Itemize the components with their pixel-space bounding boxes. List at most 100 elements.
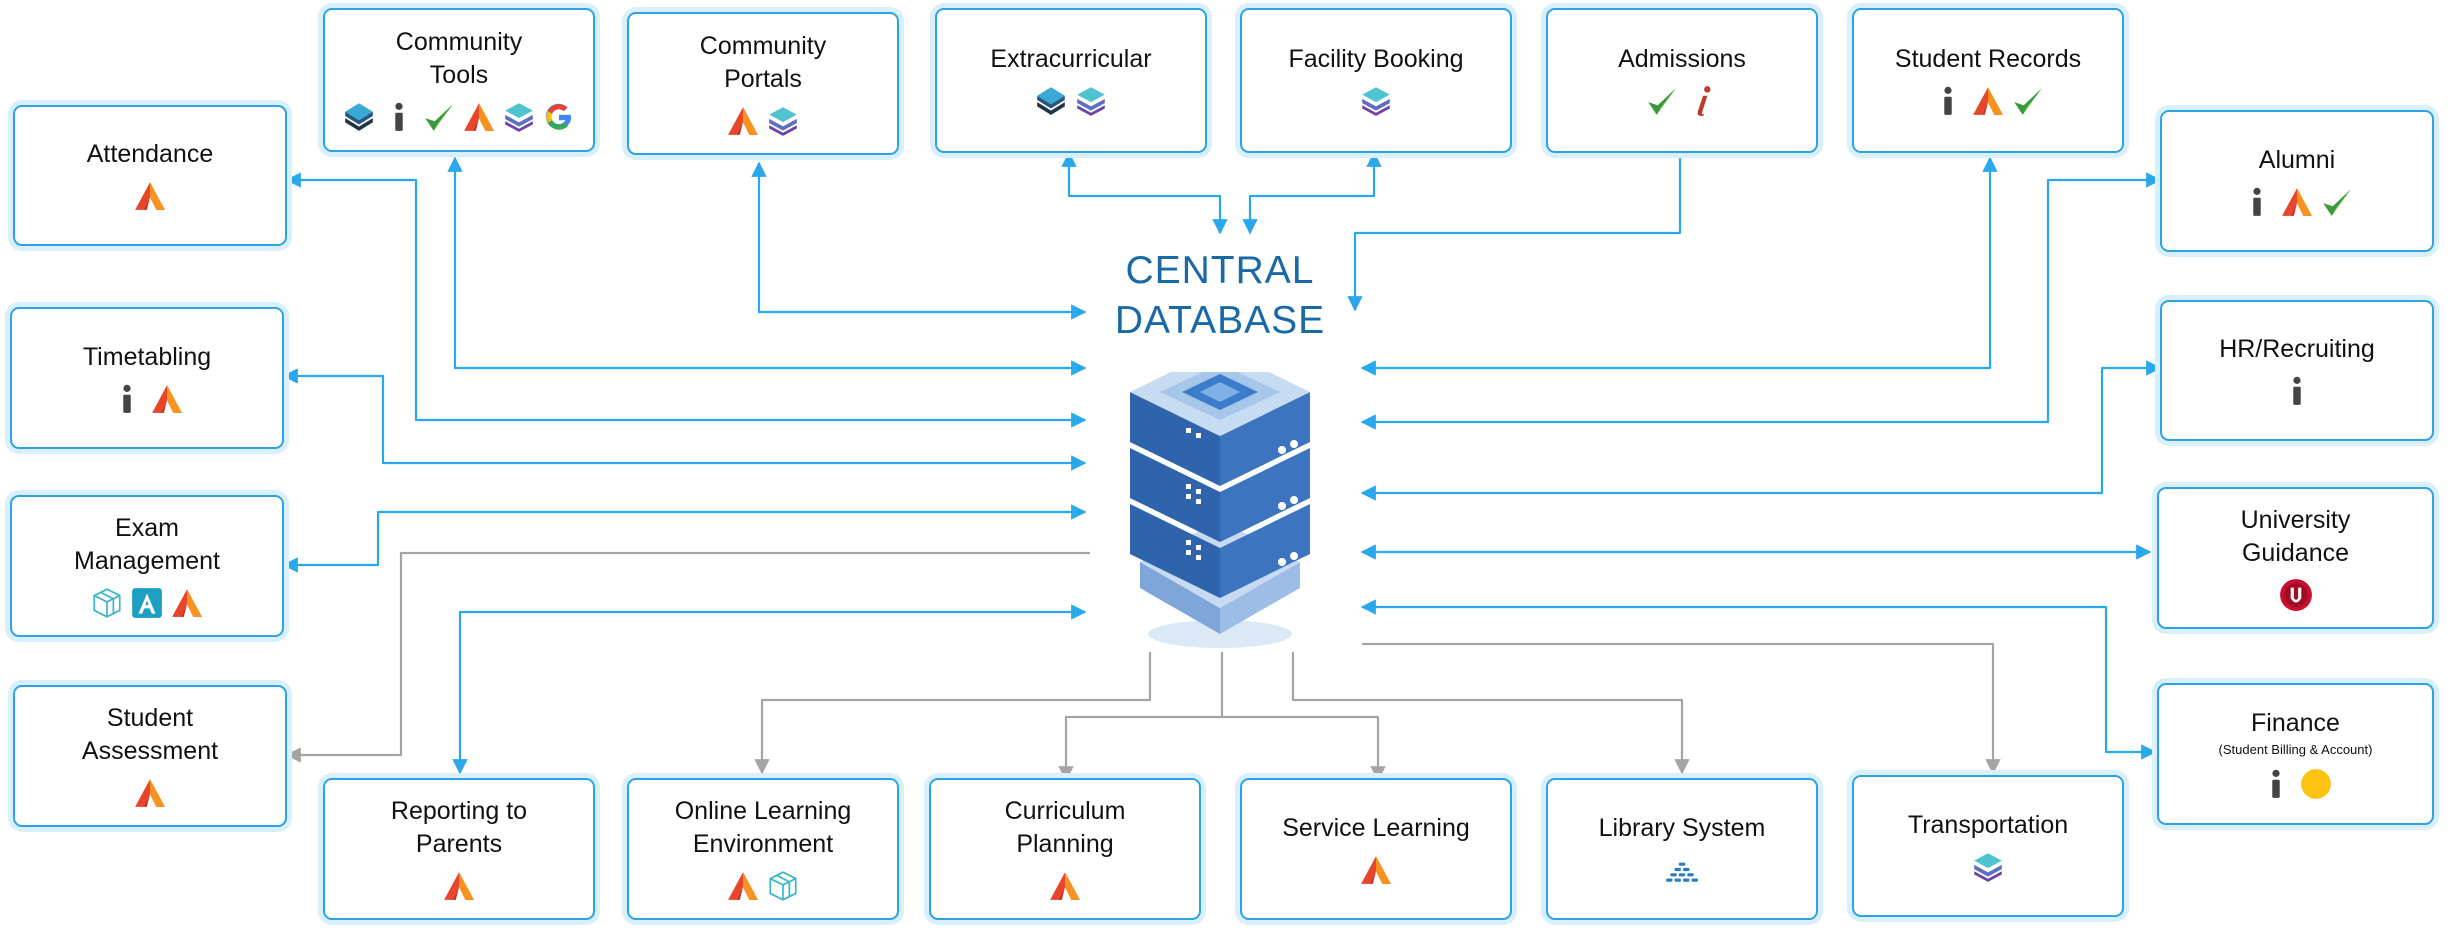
a-square-icon [130, 586, 164, 620]
link-service-learning [1222, 715, 1386, 782]
alpha-icon [442, 869, 476, 903]
box-label: University Guidance [2240, 506, 2351, 567]
link-community-portals [751, 161, 1087, 320]
vendor-icons [1931, 84, 2045, 118]
box-service-learning: Service Learning [1240, 778, 1512, 920]
link-alumni [1360, 172, 2162, 430]
link-extracurricular [1061, 151, 1228, 235]
box-student-records: Student Records [1852, 8, 2124, 153]
box-label: Library System [1598, 813, 1766, 842]
alpha-icon [133, 776, 167, 810]
check-icon [2320, 185, 2354, 219]
alpha-icon [1359, 853, 1393, 887]
stack-dark-icon [342, 100, 376, 134]
box-reporting-to-parents: Reporting to Parents [323, 778, 595, 920]
link-community-tools [447, 156, 1087, 376]
vendor-icons [110, 382, 184, 416]
cube-icon [766, 869, 800, 903]
check-icon [1645, 84, 1679, 118]
link-timetabling [282, 368, 1087, 471]
box-curriculum-planning: Curriculum Planning [929, 778, 1201, 920]
check-icon [2011, 84, 2045, 118]
box-label: Service Learning [1282, 813, 1470, 842]
stack-purple-icon [502, 100, 536, 134]
box-facility-booking: Facility Booking [1240, 8, 1512, 153]
box-label: Alumni [2258, 145, 2336, 174]
alpha-icon [2280, 185, 2314, 219]
box-hr-recruiting: HR/Recruiting [2160, 300, 2434, 441]
box-label: Student Records [1894, 45, 2082, 73]
box-sublabel: (Student Billing & Account) [2218, 742, 2373, 757]
stack-dark-icon [1034, 84, 1068, 118]
link-facility-booking [1242, 151, 1382, 235]
link-student-records [1360, 156, 1998, 376]
vendor-icons [2259, 767, 2333, 801]
alpha-icon [1048, 869, 1082, 903]
alpha-icon [170, 586, 204, 620]
box-label: Exam Management [74, 514, 220, 575]
box-community-tools: Community Tools [323, 8, 595, 152]
box-label: Facility Booking [1288, 45, 1464, 73]
box-timetabling: Timetabling [10, 307, 284, 449]
info-icon [1931, 84, 1965, 118]
box-label: Extracurricular [990, 45, 1152, 73]
vendor-icons [1359, 84, 1393, 118]
vendor-icons [1971, 850, 2005, 884]
vendor-icons [1665, 853, 1699, 887]
info-icon [2280, 374, 2314, 408]
box-exam-management: Exam Management [10, 495, 284, 637]
box-label: Transportation [1907, 810, 2069, 839]
u-badge-icon [2279, 578, 2313, 612]
box-transportation: Transportation [1852, 775, 2124, 917]
box-university-guidance: University Guidance [2157, 487, 2434, 629]
box-label: HR/Recruiting [2219, 335, 2375, 363]
alpha-icon [1971, 84, 2005, 118]
vendor-icons [1034, 84, 1108, 118]
link-reporting-to-parents [452, 604, 1087, 775]
link-hr-recruiting [1360, 360, 2162, 501]
cube-icon [90, 586, 124, 620]
vendor-icons [726, 104, 800, 138]
box-library-system: Library System [1546, 778, 1818, 920]
info-icon [2240, 185, 2274, 219]
info-icon [110, 382, 144, 416]
link-attendance [285, 172, 1087, 428]
box-community-portals: Community Portals [627, 12, 899, 155]
box-label: Community Tools [395, 28, 523, 89]
link-transportation [1362, 642, 2001, 775]
box-label: Reporting to Parents [390, 797, 528, 858]
vendor-icons [726, 869, 800, 903]
google-icon [542, 100, 576, 134]
stack-purple-icon [1359, 84, 1393, 118]
box-label: Admissions [1618, 45, 1746, 73]
link-finance [1360, 599, 2157, 760]
vendor-icons [1645, 84, 1719, 118]
box-extracurricular: Extracurricular [935, 8, 1207, 153]
box-label: Attendance [86, 140, 214, 168]
link-student-assessment [285, 551, 1090, 763]
stack-purple-icon [1971, 850, 2005, 884]
link-curriculum-planning [1058, 652, 1224, 782]
link-exam-management [282, 504, 1087, 573]
vendor-icons [90, 586, 204, 620]
box-label: Online Learning Environment [674, 797, 852, 858]
vendor-icons [133, 776, 167, 810]
vendor-icons [2280, 374, 2314, 408]
box-alumni: Alumni [2160, 110, 2434, 252]
info-icon [382, 100, 416, 134]
vendor-icons [442, 869, 476, 903]
alpha-icon [133, 179, 167, 213]
box-label: Community Portals [699, 31, 827, 93]
box-student-assessment: Student Assessment [13, 685, 287, 827]
link-admissions [1347, 158, 1682, 312]
vendor-icons [1359, 853, 1393, 887]
yellow-dot-icon [2299, 767, 2333, 801]
database-server-icon [1130, 372, 1310, 648]
info-icon [2259, 767, 2293, 801]
box-label: Student Assessment [81, 704, 219, 765]
stack-purple-icon [766, 104, 800, 138]
alpha-icon [462, 100, 496, 134]
box-attendance: Attendance [13, 105, 287, 246]
library-icon [1665, 853, 1699, 887]
